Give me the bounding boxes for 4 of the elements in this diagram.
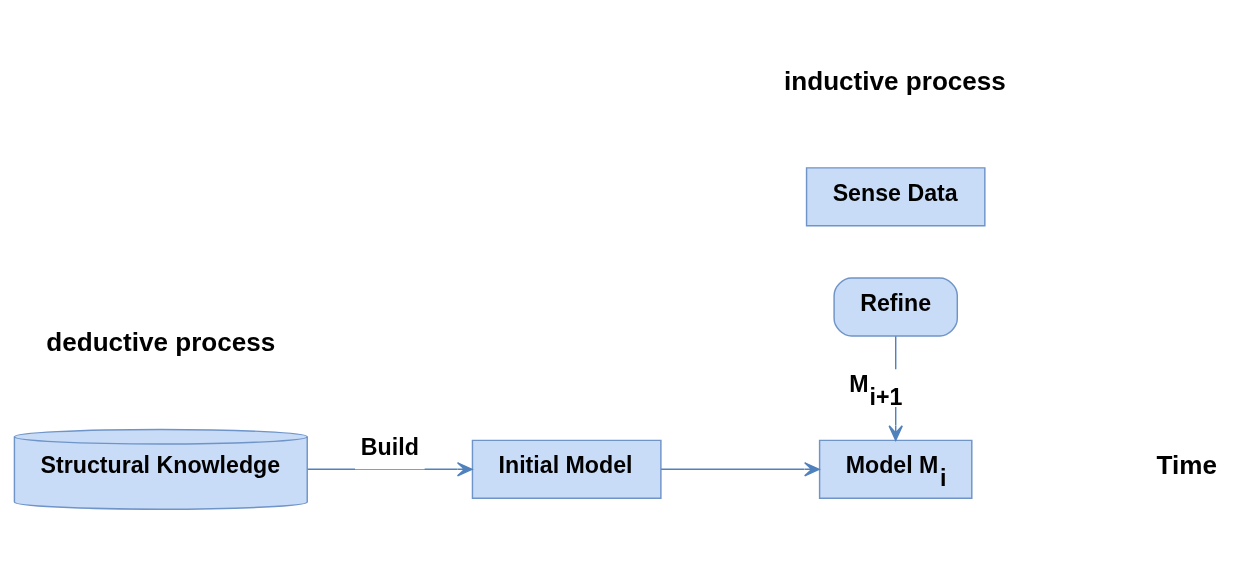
label: Time [1156, 449, 1218, 480]
label: deductive process [46, 326, 276, 357]
label: inductive process [784, 65, 1006, 96]
edge-label: Build [360, 433, 419, 460]
